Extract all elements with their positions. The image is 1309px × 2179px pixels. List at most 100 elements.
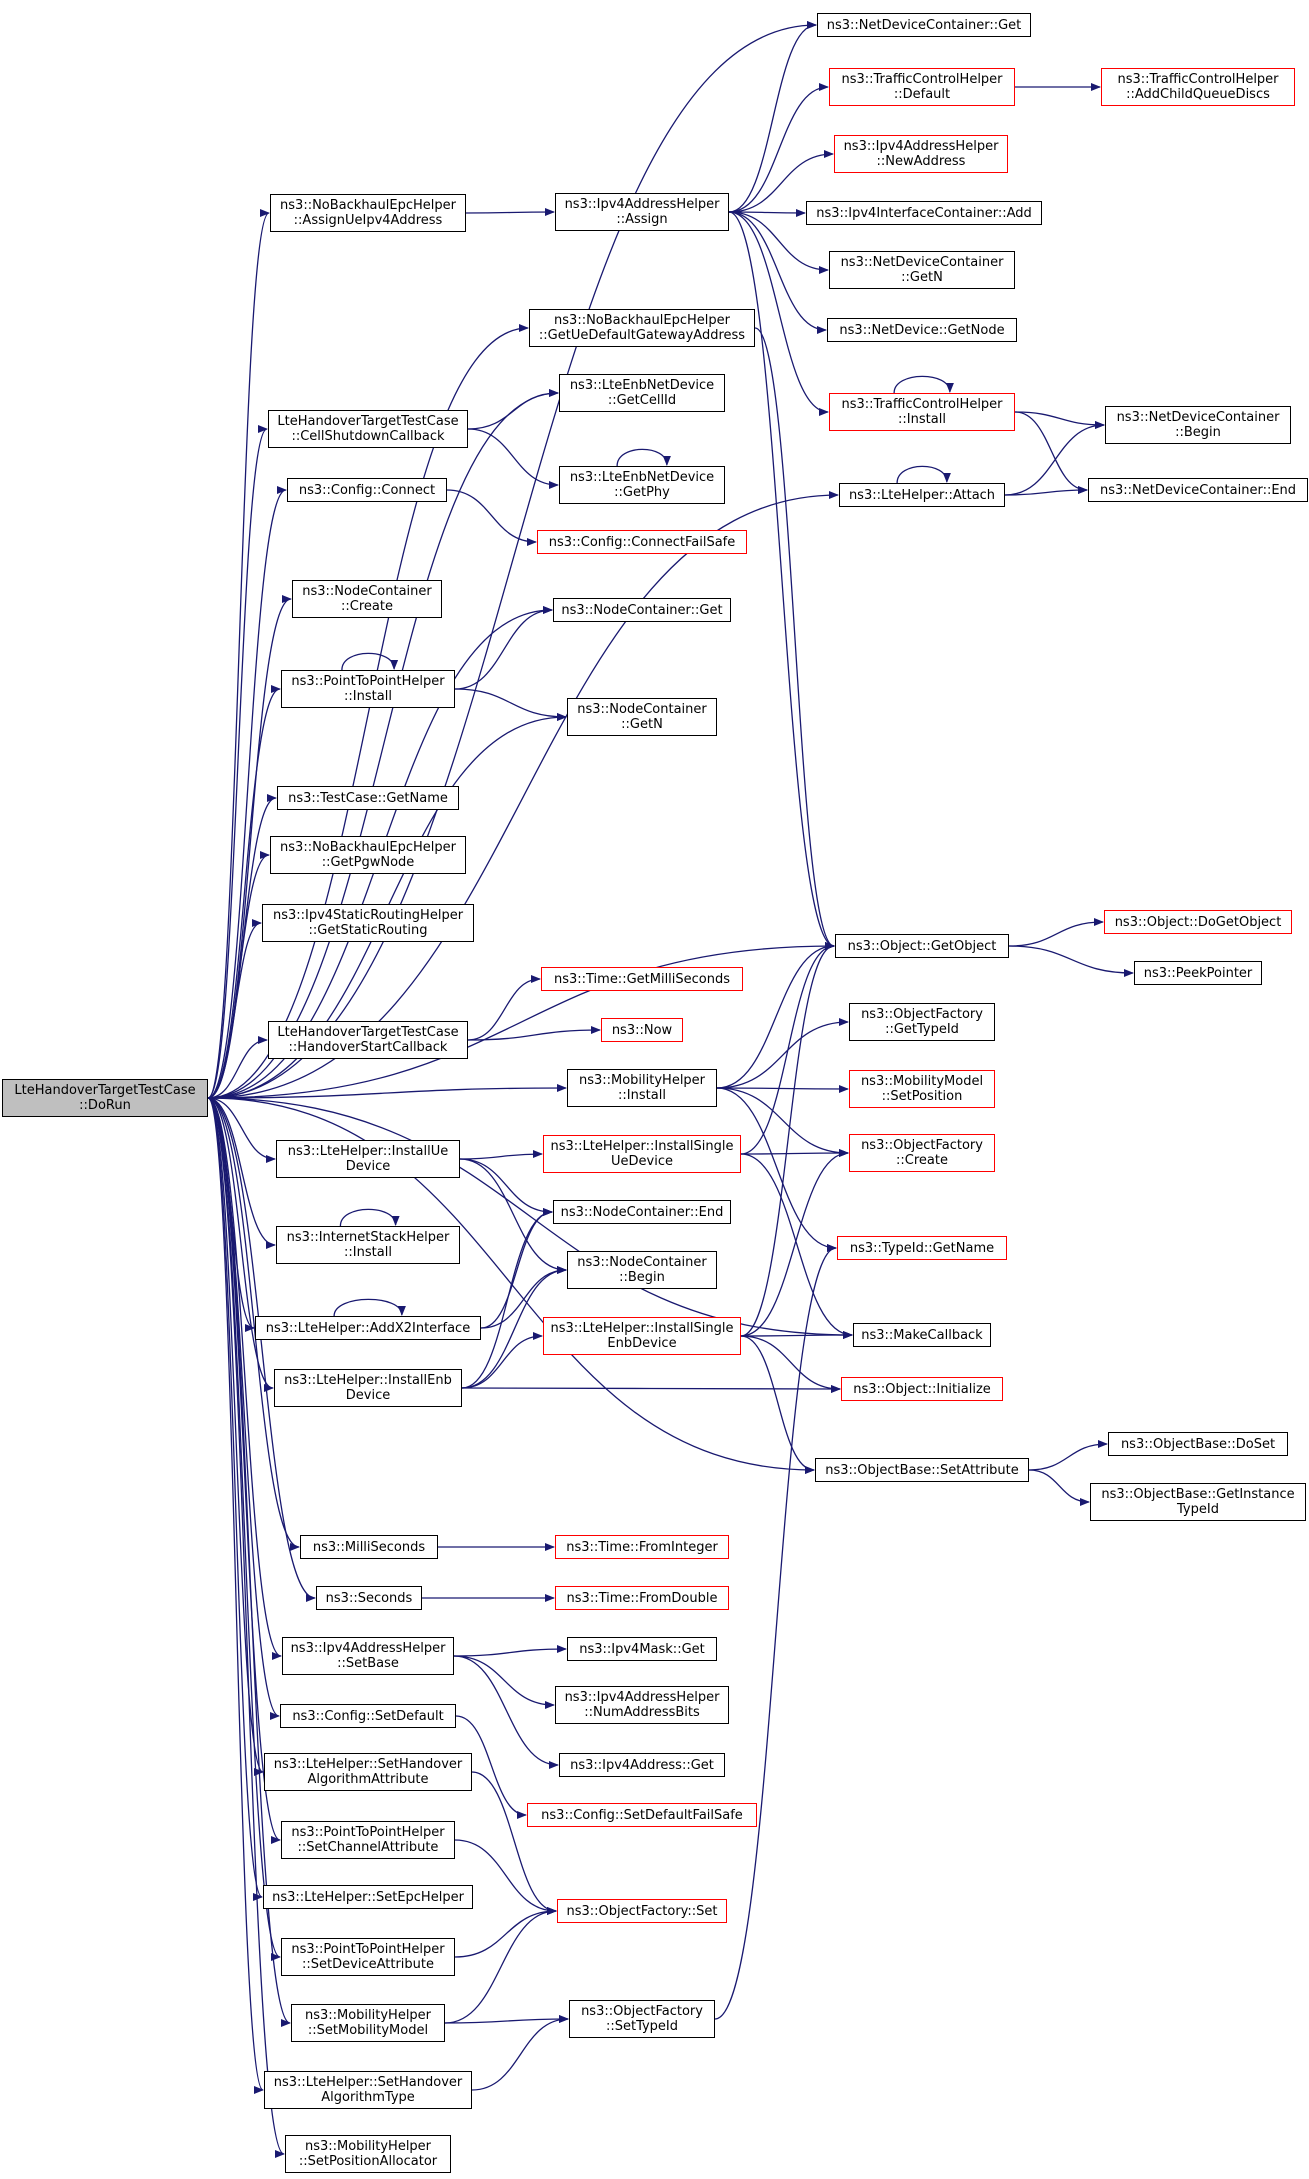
node-handover-start-callback[interactable]: LteHandoverTargetTestCase ::HandoverStar… bbox=[268, 1021, 468, 1059]
node-p2p-set-channel-attribute[interactable]: ns3::PointToPointHelper ::SetChannelAttr… bbox=[281, 1821, 455, 1859]
node-config-connect[interactable]: ns3::Config::Connect bbox=[287, 478, 447, 502]
node-mobility-install[interactable]: ns3::MobilityHelper ::Install bbox=[567, 1069, 717, 1107]
node-label-line: ns3::PeekPointer bbox=[1143, 965, 1253, 981]
node-lte-attach[interactable]: ns3::LteHelper::Attach bbox=[839, 483, 1005, 507]
node-peek-pointer[interactable]: ns3::PeekPointer bbox=[1134, 961, 1262, 985]
node-time-from-integer[interactable]: ns3::Time::FromInteger bbox=[555, 1535, 729, 1559]
node-netdevicecontainer-begin[interactable]: ns3::NetDeviceContainer ::Begin bbox=[1105, 406, 1291, 444]
node-get-pgw-node[interactable]: ns3::NoBackhaulEpcHelper ::GetPgwNode bbox=[270, 836, 466, 874]
edge-lteInstallEnb-to-ncEnd bbox=[461, 1208, 553, 1389]
node-label-line: ::Install bbox=[344, 689, 392, 704]
node-objectfactory-set[interactable]: ns3::ObjectFactory::Set bbox=[557, 1899, 727, 1923]
node-cell-shutdown-callback[interactable]: LteHandoverTargetTestCase ::CellShutdown… bbox=[268, 410, 468, 448]
node-ipv4-address-get[interactable]: ns3::Ipv4Address::Get bbox=[559, 1753, 725, 1777]
node-label-line: AlgorithmAttribute bbox=[307, 1772, 429, 1787]
node-nodecontainer-create[interactable]: ns3::NodeContainer ::Create bbox=[292, 580, 442, 618]
node-traffic-control-default[interactable]: ns3::TrafficControlHelper ::Default bbox=[829, 68, 1015, 106]
node-object-dogetobject[interactable]: ns3::Object::DoGetObject bbox=[1104, 910, 1292, 934]
node-label-line: ns3::ObjectBase::GetInstance bbox=[1101, 1487, 1295, 1502]
node-nodecontainer-getn[interactable]: ns3::NodeContainer ::GetN bbox=[567, 698, 717, 736]
node-label-line: ns3::LteHelper::AddX2Interface bbox=[265, 1320, 471, 1336]
node-get-ue-default-gateway[interactable]: ns3::NoBackhaulEpcHelper ::GetUeDefaultG… bbox=[529, 309, 755, 347]
node-objectfactory-settypeid[interactable]: ns3::ObjectFactory ::SetTypeId bbox=[569, 2000, 715, 2038]
node-label-line: ::Default bbox=[893, 87, 951, 102]
node-config-set-default[interactable]: ns3::Config::SetDefault bbox=[280, 1704, 456, 1728]
node-testcase-getname[interactable]: ns3::TestCase::GetName bbox=[277, 786, 459, 810]
edge-mobInstall-to-typeIdGetName bbox=[716, 1087, 837, 1252]
node-internet-stack-install[interactable]: ns3::InternetStackHelper ::Install bbox=[276, 1226, 460, 1264]
node-set-handover-algorithm-type[interactable]: ns3::LteHelper::SetHandover AlgorithmTyp… bbox=[264, 2071, 472, 2109]
node-object-getobject[interactable]: ns3::Object::GetObject bbox=[835, 934, 1009, 958]
node-now[interactable]: ns3::Now bbox=[601, 1018, 683, 1042]
edge-cellShutdown-to-enbGetCellId bbox=[467, 389, 559, 430]
node-install-single-ue-device[interactable]: ns3::LteHelper::InstallSingle UeDevice bbox=[543, 1135, 741, 1173]
node-mobility-model-setposition[interactable]: ns3::MobilityModel ::SetPosition bbox=[849, 1070, 995, 1108]
node-traffic-control-add-child-queue-discs[interactable]: ns3::TrafficControlHelper ::AddChildQueu… bbox=[1101, 68, 1295, 106]
node-set-epc-helper[interactable]: ns3::LteHelper::SetEpcHelper bbox=[263, 1885, 473, 1909]
node-netdevicecontainer-getn[interactable]: ns3::NetDeviceContainer ::GetN bbox=[829, 251, 1015, 289]
node-label-line: ::GetN bbox=[621, 717, 663, 732]
node-label-line: ::HandoverStartCallback bbox=[288, 1040, 448, 1055]
node-label-line: ns3::Ipv4StaticRoutingHelper bbox=[272, 908, 464, 923]
node-label-line: AlgorithmType bbox=[321, 2090, 415, 2105]
node-get-static-routing[interactable]: ns3::Ipv4StaticRoutingHelper ::GetStatic… bbox=[262, 904, 474, 942]
edge-root-to-mobSetModel bbox=[207, 1097, 291, 2027]
node-config-set-default-failsafe[interactable]: ns3::Config::SetDefaultFailSafe bbox=[527, 1803, 757, 1827]
node-label-line: LteHandoverTargetTestCase bbox=[277, 414, 459, 429]
node-label-line: ns3::Object::DoGetObject bbox=[1114, 914, 1282, 930]
node-typeid-getname[interactable]: ns3::TypeId::GetName bbox=[837, 1236, 1007, 1260]
node-objectbase-doset[interactable]: ns3::ObjectBase::DoSet bbox=[1108, 1432, 1288, 1456]
node-enb-get-phy[interactable]: ns3::LteEnbNetDevice ::GetPhy bbox=[559, 466, 725, 504]
node-object-initialize[interactable]: ns3::Object::Initialize bbox=[841, 1377, 1003, 1401]
node-label-line: EnbDevice bbox=[607, 1336, 677, 1351]
node-ipv4-assign[interactable]: ns3::Ipv4AddressHelper ::Assign bbox=[555, 193, 729, 231]
node-set-handover-algorithm-attribute[interactable]: ns3::LteHelper::SetHandover AlgorithmAtt… bbox=[264, 1753, 472, 1791]
node-label-line: LteHandoverTargetTestCase bbox=[277, 1025, 459, 1040]
edge-root-to-mobInstall bbox=[207, 1084, 567, 1099]
node-p2p-set-device-attribute[interactable]: ns3::PointToPointHelper ::SetDeviceAttri… bbox=[281, 1938, 455, 1976]
node-install-enb-device[interactable]: ns3::LteHelper::InstallEnb Device bbox=[274, 1369, 462, 1407]
node-netdevice-getnode[interactable]: ns3::NetDevice::GetNode bbox=[827, 318, 1017, 342]
node-traffic-control-install[interactable]: ns3::TrafficControlHelper ::Install bbox=[829, 393, 1015, 431]
node-label-line: ns3::NoBackhaulEpcHelper bbox=[280, 198, 456, 213]
node-assign-ue-ipv4-address[interactable]: ns3::NoBackhaulEpcHelper ::AssignUeIpv4A… bbox=[270, 194, 466, 232]
node-install-single-enb-device[interactable]: ns3::LteHelper::InstallSingle EnbDevice bbox=[543, 1317, 741, 1355]
edge-mobInstall-to-ofGetTypeId bbox=[716, 1018, 849, 1089]
node-ipv4-new-address[interactable]: ns3::Ipv4AddressHelper ::NewAddress bbox=[834, 135, 1008, 173]
node-label-line: ns3::LteEnbNetDevice bbox=[569, 378, 715, 393]
node-enb-get-cell-id[interactable]: ns3::LteEnbNetDevice ::GetCellId bbox=[559, 374, 725, 412]
node-ipv4-set-base[interactable]: ns3::Ipv4AddressHelper ::SetBase bbox=[282, 1637, 454, 1675]
node-ipv4-mask-get[interactable]: ns3::Ipv4Mask::Get bbox=[567, 1637, 717, 1661]
node-label-line: ::SetTypeId bbox=[605, 2019, 679, 2034]
node-netdevicecontainer-end[interactable]: ns3::NetDeviceContainer::End bbox=[1088, 478, 1308, 502]
node-ipv4-num-address-bits[interactable]: ns3::Ipv4AddressHelper ::NumAddressBits bbox=[555, 1686, 729, 1724]
node-time-get-milliseconds[interactable]: ns3::Time::GetMilliSeconds bbox=[541, 967, 743, 991]
edge-hoStart-to-now bbox=[467, 1026, 601, 1041]
node-netdevicecontainer-get[interactable]: ns3::NetDeviceContainer::Get bbox=[817, 13, 1031, 37]
node-label-line: ns3::MobilityHelper bbox=[578, 1073, 706, 1088]
node-seconds[interactable]: ns3::Seconds bbox=[316, 1586, 422, 1610]
node-make-callback[interactable]: ns3::MakeCallback bbox=[853, 1323, 991, 1347]
node-set-mobility-model[interactable]: ns3::MobilityHelper ::SetMobilityModel bbox=[291, 2004, 445, 2042]
node-set-position-allocator[interactable]: ns3::MobilityHelper ::SetPositionAllocat… bbox=[285, 2135, 451, 2173]
node-objectfactory-create[interactable]: ns3::ObjectFactory ::Create bbox=[849, 1134, 995, 1172]
node-ipv4-interface-container-add[interactable]: ns3::Ipv4InterfaceContainer::Add bbox=[806, 201, 1042, 225]
node-objectbase-getinstancetypeid[interactable]: ns3::ObjectBase::GetInstance TypeId bbox=[1090, 1483, 1306, 1521]
node-label-line: ns3::TrafficControlHelper bbox=[841, 72, 1003, 87]
node-objectbase-setattribute[interactable]: ns3::ObjectBase::SetAttribute bbox=[815, 1458, 1029, 1482]
edge-obSetAttr-to-obDoSet bbox=[1028, 1440, 1108, 1471]
edge-lteInstallSingleEnb-to-objInit bbox=[740, 1335, 841, 1393]
node-nodecontainer-get[interactable]: ns3::NodeContainer::Get bbox=[553, 598, 731, 622]
edge-ipv4Assign-to-ndGetNode bbox=[728, 211, 827, 334]
node-nodecontainer-end[interactable]: ns3::NodeContainer::End bbox=[553, 1200, 731, 1224]
node-add-x2-interface[interactable]: ns3::LteHelper::AddX2Interface bbox=[255, 1316, 481, 1340]
node-root-dorun[interactable]: LteHandoverTargetTestCase ::DoRun bbox=[2, 1079, 208, 1117]
node-nodecontainer-begin[interactable]: ns3::NodeContainer ::Begin bbox=[567, 1251, 717, 1289]
node-milliseconds[interactable]: ns3::MilliSeconds bbox=[300, 1535, 438, 1559]
edge-nbAssign-to-ipv4Assign bbox=[465, 208, 555, 217]
node-config-connect-failsafe[interactable]: ns3::Config::ConnectFailSafe bbox=[537, 530, 747, 554]
node-install-ue-device[interactable]: ns3::LteHelper::InstallUe Device bbox=[276, 1140, 460, 1178]
node-objectfactory-gettypeid[interactable]: ns3::ObjectFactory ::GetTypeId bbox=[849, 1003, 995, 1041]
node-time-from-double[interactable]: ns3::Time::FromDouble bbox=[555, 1586, 729, 1610]
node-p2p-install[interactable]: ns3::PointToPointHelper ::Install bbox=[281, 670, 455, 708]
